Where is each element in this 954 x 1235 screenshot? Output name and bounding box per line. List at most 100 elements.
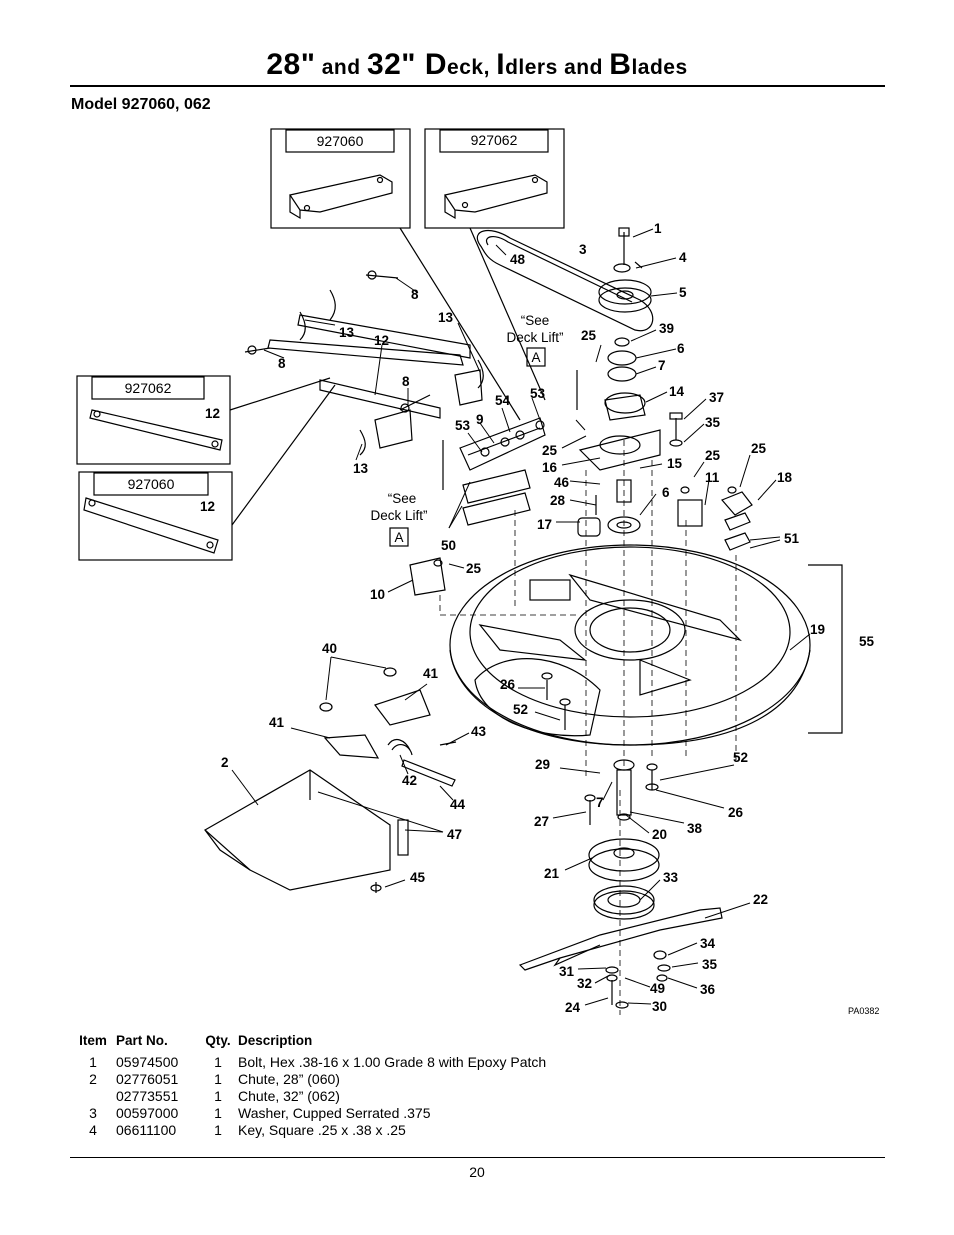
callout-41b: 41: [269, 715, 285, 730]
callout-47: 47: [447, 827, 462, 842]
callout-25a: 25: [581, 328, 597, 343]
callout-25e: 25: [466, 561, 482, 576]
header-qty: Qty.: [205, 1033, 231, 1048]
callout-12b: 12: [205, 406, 220, 421]
header-description: Description: [238, 1033, 313, 1048]
callout-20: 20: [652, 827, 667, 842]
callout-39: 39: [659, 321, 674, 336]
inset-box-mid-lower: [78, 471, 233, 561]
inset-label-mid-lower: 927060: [128, 476, 175, 492]
header-part-no: Part No.: [116, 1033, 168, 1048]
callout-35b: 35: [702, 957, 718, 972]
callout-13a: 13: [438, 310, 454, 325]
cell-part-no: 02776051: [116, 1071, 179, 1087]
callout-21: 21: [544, 866, 560, 881]
inset-box-mid-upper: [76, 375, 231, 465]
inset-label-top-left: 927060: [317, 133, 364, 149]
callout-27: 27: [534, 814, 549, 829]
header-item: Item: [79, 1033, 107, 1048]
callout-36: 36: [700, 982, 716, 997]
callout-29: 29: [535, 757, 550, 772]
cell-description: Chute, 28” (060): [238, 1071, 340, 1087]
callout-44: 44: [450, 797, 466, 812]
callout-4: 4: [679, 250, 687, 265]
callout-3: 3: [579, 242, 587, 257]
callout-18: 18: [777, 470, 793, 485]
callout-50: 50: [441, 538, 456, 553]
table-row: 2 02776051 1 Chute, 28” (060): [70, 1071, 546, 1088]
callout-25b: 25: [751, 441, 767, 456]
callout-10: 10: [370, 587, 385, 602]
cell-qty: 1: [214, 1054, 222, 1070]
callout-7b: 7: [596, 795, 604, 810]
callout-45: 45: [410, 870, 426, 885]
cell-description: Chute, 32” (062): [238, 1088, 340, 1104]
callout-52b: 52: [733, 750, 748, 765]
callout-7a: 7: [658, 358, 666, 373]
cell-part-no: 00597000: [116, 1105, 179, 1121]
callout-8a: 8: [411, 287, 419, 302]
callout-53b: 53: [455, 418, 471, 433]
callout-55: 55: [859, 634, 875, 649]
callout-42: 42: [402, 773, 417, 788]
callout-31: 31: [559, 964, 575, 979]
callout-14: 14: [669, 384, 685, 399]
callout-12c: 12: [200, 499, 215, 514]
footer-divider: [70, 1157, 885, 1158]
callout-54: 54: [495, 393, 511, 408]
callout-28: 28: [550, 493, 566, 508]
cell-item: 4: [89, 1122, 97, 1138]
inset-label-mid-upper: 927062: [125, 380, 172, 396]
callout-5: 5: [679, 285, 687, 300]
callout-37: 37: [709, 390, 724, 405]
table-row: 3 00597000 1 Washer, Cupped Serrated .37…: [70, 1105, 546, 1122]
callout-51: 51: [784, 531, 800, 546]
marker-a-1: A: [531, 350, 540, 365]
cell-description: Bolt, Hex .38-16 x 1.00 Grade 8 with Epo…: [238, 1054, 547, 1070]
see-deck-lift-note-1a: “See: [521, 313, 550, 328]
see-deck-lift-note-2a: “See: [388, 491, 417, 506]
callout-35a: 35: [705, 415, 721, 430]
callout-1: 1: [654, 221, 662, 236]
table-row: 1 05974500 1 Bolt, Hex .38-16 x 1.00 Gra…: [70, 1054, 546, 1071]
callout-19: 19: [810, 622, 825, 637]
callout-30: 30: [652, 999, 667, 1014]
callout-43: 43: [471, 724, 487, 739]
drawing-code: PA0382: [848, 1006, 879, 1016]
callout-16: 16: [542, 460, 558, 475]
cell-item: [70, 1088, 116, 1105]
callout-13c: 13: [353, 461, 369, 476]
see-deck-lift-note-1b: Deck Lift”: [506, 330, 563, 345]
callout-25c: 25: [542, 443, 558, 458]
callout-38: 38: [687, 821, 703, 836]
callout-11: 11: [705, 470, 720, 485]
callout-32: 32: [577, 976, 592, 991]
callout-24: 24: [565, 1000, 581, 1015]
title-divider: [70, 85, 885, 87]
marker-a-2: A: [394, 530, 403, 545]
callout-49: 49: [650, 981, 665, 996]
parts-table: Item Part No. Qty. Description 1 0597450…: [70, 1033, 546, 1139]
table-row: 4 06611100 1 Key, Square .25 x .38 x .25: [70, 1122, 546, 1139]
callout-13b: 13: [339, 325, 355, 340]
callout-53a: 53: [530, 386, 546, 401]
callout-41a: 41: [423, 666, 439, 681]
inset-box-top-right: [424, 128, 565, 229]
callout-8b: 8: [278, 356, 286, 371]
callout-46: 46: [554, 475, 570, 490]
cell-part-no: 05974500: [116, 1054, 179, 1070]
callout-22: 22: [753, 892, 768, 907]
callout-6a: 6: [677, 341, 685, 356]
callout-12a: 12: [374, 333, 389, 348]
cell-qty: 1: [214, 1088, 222, 1104]
callout-34: 34: [700, 936, 716, 951]
callout-40: 40: [322, 641, 337, 656]
cell-part-no: 02773551: [116, 1088, 179, 1104]
callout-6b: 6: [662, 485, 670, 500]
cell-item: 2: [89, 1071, 97, 1087]
see-deck-lift-note-2b: Deck Lift”: [370, 508, 427, 523]
callout-33: 33: [663, 870, 679, 885]
model-heading: Model 927060, 062: [71, 96, 211, 113]
callout-26b: 26: [728, 805, 744, 820]
cell-part-no: 06611100: [116, 1122, 177, 1138]
